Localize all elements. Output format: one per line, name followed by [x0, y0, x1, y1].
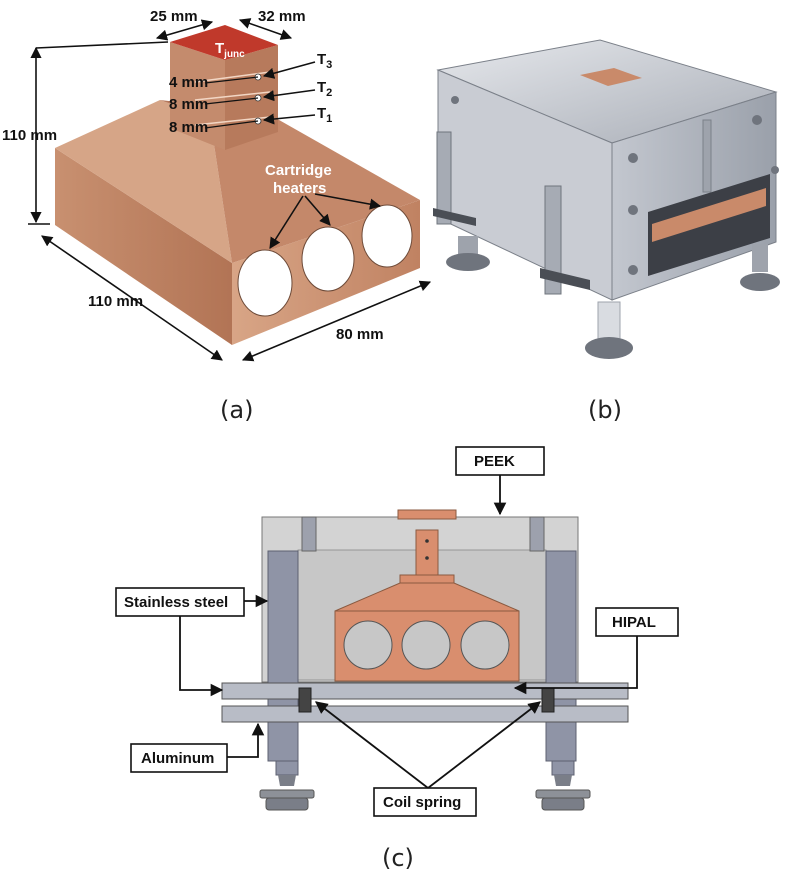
panel-c: PEEK Stainless steel HIPAL Aluminum Coil…: [115, 446, 679, 872]
dim-top-depth: 32 mm: [258, 8, 306, 25]
coil-label: Coil spring: [383, 794, 461, 811]
dim-top-width: 25 mm: [150, 8, 198, 25]
apparatus-photo: [433, 39, 780, 359]
stainless-label: Stainless steel: [124, 594, 228, 611]
hipal-label: HIPAL: [612, 614, 656, 631]
peek-label-box: [455, 446, 545, 476]
heaters-label-line1: Cartridge: [265, 162, 332, 179]
steel-column-right: [545, 550, 577, 762]
aluminum-plate-upper: [221, 682, 629, 700]
dimension-lines: [28, 18, 432, 362]
panel-b: (b): [433, 39, 780, 424]
dim-height: 110 mm: [2, 127, 57, 144]
coil-spring-left: [298, 687, 312, 713]
section-drawing: [221, 509, 629, 811]
dim-base-width: 110 mm: [88, 293, 143, 310]
heater-hole-1: [237, 249, 293, 317]
coil-label-box: [373, 787, 477, 817]
aluminum-plate-lower: [221, 705, 629, 723]
copper-insert: [580, 68, 642, 86]
caption-c: (c): [382, 844, 414, 872]
aluminum-label-box: [130, 743, 228, 773]
gap-2-label: 8 mm: [169, 96, 208, 113]
heaters-label-line2: heaters: [273, 180, 326, 197]
steel-column-left: [267, 550, 299, 762]
caption-b: (b): [588, 396, 622, 424]
t3-label: T3: [317, 51, 332, 71]
t1-label: T1: [317, 105, 332, 125]
caption-a: (a): [220, 396, 253, 424]
leader-arrows: [179, 475, 638, 789]
hipal-label-box: [595, 607, 679, 637]
peek-label: PEEK: [474, 453, 515, 470]
aluminum-label: Aluminum: [141, 750, 214, 767]
heater-block-section: [334, 529, 520, 682]
gap-1-label: 4 mm: [169, 74, 208, 91]
coil-spring-right: [541, 687, 555, 713]
gap-3-label: 8 mm: [169, 119, 208, 136]
heater-hole-2: [301, 226, 355, 292]
t2-label: T2: [317, 79, 332, 99]
panel-a: 25 mm 32 mm 110 mm 110 mm 80 mm Tjunc 4 …: [2, 8, 432, 424]
heater-hole-3: [361, 204, 413, 268]
dim-base-depth: 80 mm: [336, 326, 384, 343]
junction-label: Tjunc: [215, 40, 245, 60]
